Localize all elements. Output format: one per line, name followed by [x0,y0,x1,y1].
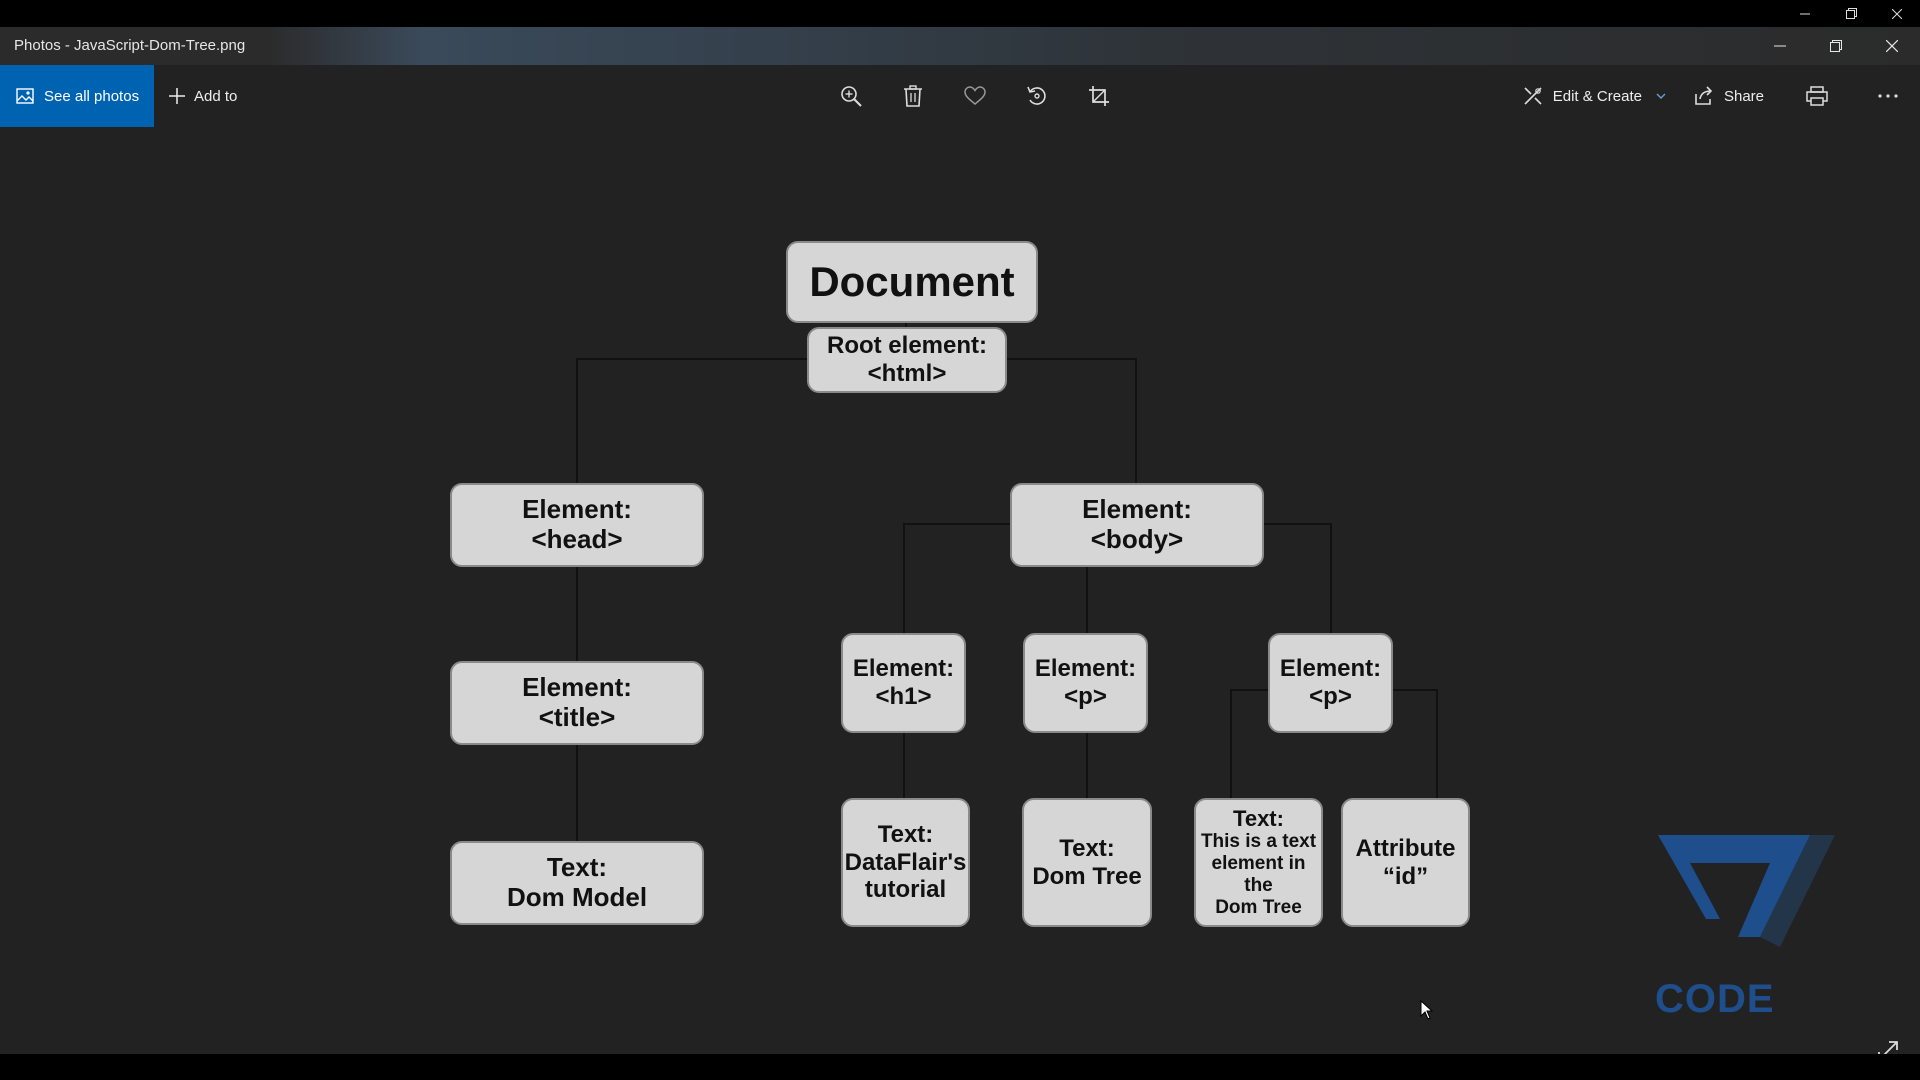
outer-close-button[interactable] [1874,0,1920,27]
chevron-down-icon [1656,93,1666,99]
edit-create-icon [1524,87,1542,105]
h1-line-1: Element: [852,655,955,683]
share-label: Share [1723,87,1764,105]
photo-canvas[interactable]: Document Root element: <html> Element: <… [0,127,1920,1061]
dom-tree-line-1: Text: [1059,834,1115,862]
zoom-in-icon [841,86,862,107]
window-title: Photos - JavaScript-Dom-Tree.png [14,37,246,54]
more-icon [1878,94,1898,98]
head-line-2: <head> [531,524,623,554]
restore-icon [1830,40,1842,52]
delete-button[interactable] [882,65,944,127]
outer-title-bar [0,0,1920,27]
p-element-node: Element: <p> [1023,633,1148,733]
crop-icon [1089,86,1109,106]
edit-create-button[interactable]: Edit & Create [1509,65,1680,127]
add-to-label: Add to [194,87,238,105]
dom-tree-line-2: Dom Tree [1032,862,1142,890]
minimize-icon [1774,45,1786,47]
root-line-2: <html> [867,360,947,387]
favorite-button[interactable] [944,65,1006,127]
more-options-button[interactable] [1856,65,1920,127]
print-icon [1806,86,1828,106]
h1-element-node: Element: <h1> [841,633,966,733]
right-tools: Edit & Create Share [1509,65,1920,127]
codevid-logo [1658,835,1835,947]
dom-model-line-1: Text: [546,852,608,883]
close-icon [1886,40,1898,52]
attribute-line-1: Attribute [1355,834,1456,862]
minimize-icon [1800,13,1810,14]
text-element-node: Text: This is a text element in the Dom … [1194,798,1323,927]
body-line-1: Element: [1082,494,1192,525]
zoom-button[interactable] [820,65,882,127]
edit-create-label: Edit & Create [1552,87,1642,105]
image-tools [820,65,1130,127]
outer-minimize-button[interactable] [1782,0,1828,27]
trash-icon [904,85,922,107]
p1-line-1: Element: [1034,655,1137,683]
title-line-1: Element: [522,672,632,703]
p-element-node-2: Element: <p> [1268,633,1393,733]
head-line-1: Element: [522,494,632,525]
toolbar: See all photos Add to [0,65,1920,127]
head-element-node: Element: <head> [450,483,704,567]
text-element-line-1: Text: [1233,806,1284,832]
outer-restore-button[interactable] [1828,0,1874,27]
h1-line-2: <h1> [875,683,932,710]
text-dom-tree-node: Text: Dom Tree [1022,798,1152,927]
see-all-photos-label: See all photos [44,87,140,105]
see-all-photos-button[interactable]: See all photos [0,65,154,127]
text-element-line-3: element in the [1211,853,1306,897]
dataflair-line-3: tutorial [864,876,947,904]
document-label: Document [809,257,1015,305]
outer-window-controls [1782,0,1920,27]
print-button[interactable] [1778,65,1856,127]
p1-line-2: <p> [1064,683,1107,710]
maximize-button[interactable] [1808,27,1864,65]
dataflair-line-1: Text: [877,821,934,849]
body-line-2: <body> [1090,524,1184,554]
rotate-icon [1027,86,1046,105]
add-to-button[interactable]: Add to [168,65,237,127]
document-node: Document [786,241,1038,323]
root-element-node: Root element: <html> [807,327,1007,393]
attribute-line-2: “id” [1382,862,1429,890]
rotate-button[interactable] [1006,65,1068,127]
body-element-node: Element: <body> [1010,483,1264,567]
photos-window: Photos - JavaScript-Dom-Tree.png See all… [0,27,1920,1061]
share-icon [1695,86,1713,105]
plus-icon [169,88,185,104]
photos-icon [16,88,34,104]
restore-icon [1845,8,1857,19]
mouse-cursor-icon [1420,1000,1434,1020]
text-element-line-4: Dom Tree [1215,896,1302,918]
title-element-node: Element: <title> [450,661,704,745]
bottom-bar [0,1054,1920,1080]
text-dom-model-node: Text: Dom Model [450,841,704,925]
title-line-2: <title> [538,702,616,732]
p2-line-2: <p> [1309,683,1352,710]
attribute-id-node: Attribute “id” [1341,798,1470,927]
dataflair-line-2: DataFlair's [844,848,967,876]
close-button[interactable] [1864,27,1920,65]
dom-model-line-2: Dom Model [506,882,648,912]
close-icon [1892,8,1902,19]
text-element-line-2: This is a text [1200,831,1317,853]
text-dataflair-node: Text: DataFlair's tutorial [841,798,970,927]
window-controls [1752,27,1920,65]
share-button[interactable]: Share [1680,65,1778,127]
heart-icon [964,86,986,105]
root-line-1: Root element: [826,332,987,360]
tree-connectors [576,295,1438,843]
p2-line-1: Element: [1279,655,1382,683]
watermark-text: CODE [1655,977,1775,1021]
crop-button[interactable] [1068,65,1130,127]
title-bar: Photos - JavaScript-Dom-Tree.png [0,27,1920,65]
minimize-button[interactable] [1752,27,1808,65]
